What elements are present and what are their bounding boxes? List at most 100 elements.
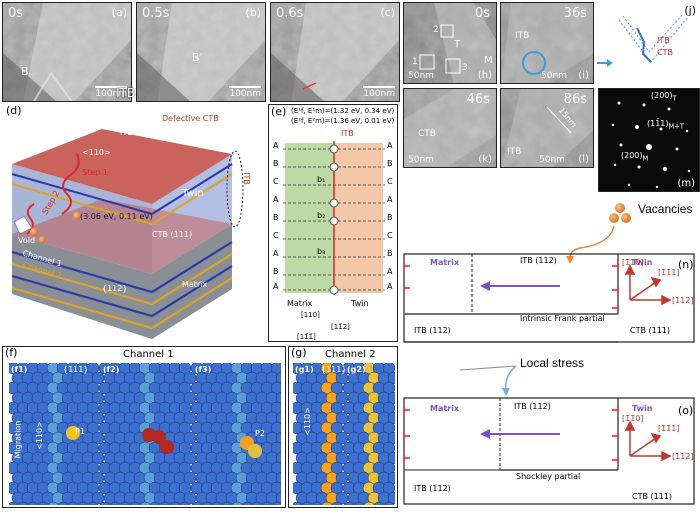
axis-label: [11̄1̄] bbox=[297, 333, 316, 341]
matrix-label: Matrix bbox=[287, 299, 313, 308]
frame-letter: (c) bbox=[380, 6, 395, 19]
vector-label: [1̄1̄0] bbox=[622, 414, 644, 423]
tem-frame-i: 36s ITB 50nm (i) bbox=[500, 2, 594, 84]
panel-n: Vacancies Matrix ITB (112) Twin Intrinsi… bbox=[400, 196, 700, 346]
tem-frame-b: 0.5s (b) B' 100nm bbox=[136, 2, 266, 102]
defect-marker: B bbox=[21, 65, 29, 78]
channel-title: Channel 2 bbox=[325, 349, 376, 360]
ctb-label: CTB (111) bbox=[630, 326, 671, 335]
scale-bar: 50nm bbox=[541, 71, 567, 81]
box-label: 1 bbox=[412, 57, 418, 67]
matrix-marker: M bbox=[484, 55, 493, 66]
vector-label: [1̄1̄1] bbox=[658, 424, 680, 433]
frame-letter: (l) bbox=[578, 154, 589, 165]
ctb-marker: CTB bbox=[418, 129, 436, 139]
frame-time: 0s bbox=[474, 6, 490, 21]
panel-letter: (n) bbox=[678, 258, 694, 271]
burgers-b1: b₁ bbox=[317, 175, 326, 184]
tem-frame-c: 0.6s (c) 100nm bbox=[270, 2, 400, 102]
itb-label: ITB (112) bbox=[514, 402, 551, 411]
scale-bar: 50nm bbox=[539, 155, 565, 165]
matrix-label: Matrix bbox=[182, 280, 208, 289]
frame-time: 46s bbox=[466, 92, 490, 107]
burgers-b2: b₂ bbox=[317, 211, 326, 220]
box-label: 3 bbox=[462, 63, 468, 73]
axis-label: [11̄2] bbox=[331, 323, 350, 331]
scale-bar: 100nm bbox=[95, 86, 127, 99]
itb-label: ITB (112) bbox=[414, 484, 451, 493]
panel-letter: (j) bbox=[684, 4, 696, 17]
matrix-label: Matrix bbox=[430, 258, 460, 267]
frame-time: 0.5s bbox=[142, 6, 170, 21]
frame-letter: (h) bbox=[477, 70, 492, 81]
step1-label: Step 1 bbox=[82, 168, 108, 177]
tem-frame-k: 46s CTB 50nm (k) bbox=[403, 88, 497, 168]
plane-label: {111} bbox=[63, 365, 89, 374]
diffraction-m: (200)T (11̄1)M+T (200)M (m) bbox=[598, 88, 700, 192]
spot-label: (200)M bbox=[621, 151, 649, 163]
vacancies-title: Vacancies bbox=[638, 202, 693, 216]
partial-label: Intrinsic Frank partial bbox=[520, 314, 605, 323]
scale-bar: 50nm bbox=[408, 155, 434, 165]
tem-frame-h: 0s 2 1 3 T M 50nm (h) bbox=[403, 2, 497, 84]
direction-label: <110> bbox=[302, 407, 312, 436]
vector-label: [1̄1̄1] bbox=[658, 268, 680, 277]
tem-frame-l: 86s 15nm ITB 50nm (l) bbox=[500, 88, 594, 168]
frame-letter: (i) bbox=[578, 70, 589, 81]
frame-time: 86s bbox=[563, 92, 587, 107]
panel-letter: (d) bbox=[6, 104, 22, 117]
ctb-label: CTB (111) bbox=[152, 230, 193, 239]
tem-frame-a: 0s (a) B 100nm bbox=[2, 2, 132, 102]
itb-label: ITB bbox=[341, 129, 354, 138]
spot-label: (11̄1)M+T bbox=[647, 119, 684, 131]
atom-panels bbox=[6, 361, 289, 513]
spot-label: (200)T bbox=[651, 91, 677, 103]
p1-label: P1 bbox=[75, 427, 85, 436]
plane-label: {111} bbox=[321, 365, 347, 374]
axis-label: [110] bbox=[301, 311, 320, 319]
plane-label: {112} bbox=[102, 284, 128, 293]
panel-j: (j) ITB CTB bbox=[593, 2, 700, 84]
ctb-label: CTB bbox=[657, 48, 673, 57]
ctb-label: CTB (111) bbox=[632, 492, 673, 501]
frame-letter: (m) bbox=[677, 178, 695, 189]
partial-label: Shockley partial bbox=[516, 472, 581, 481]
itb-label: ITB (112) bbox=[414, 326, 451, 335]
subpanel-label: (f2) bbox=[103, 365, 120, 374]
itb-step-label: ITB step bbox=[120, 128, 153, 137]
panel-g: (g) Channel 2 (g1) (g2) {111} <110> bbox=[288, 346, 401, 513]
twin-label: Twin bbox=[632, 258, 653, 267]
scale-bar: 50nm bbox=[408, 71, 434, 81]
itb-label: ITB bbox=[116, 86, 136, 100]
vector-label: [112] bbox=[672, 452, 694, 461]
panel-d: (d) Defective CTB ITB step <110> Twin IT… bbox=[2, 104, 264, 342]
panel-letter: (f) bbox=[5, 346, 18, 359]
twin-label: Twin bbox=[632, 404, 653, 413]
frame-time: 36s bbox=[563, 6, 587, 21]
frame-time: 0.6s bbox=[276, 6, 304, 21]
vector-label: [1̄1̄0] bbox=[622, 258, 644, 267]
local-stress-title: Local stress bbox=[520, 356, 585, 370]
frame-time: 0s bbox=[8, 6, 24, 21]
energy-label: (3.06 eV, 0.11 eV) bbox=[80, 212, 153, 221]
channel-title: Channel 1 bbox=[123, 349, 174, 360]
vector-label: [112] bbox=[672, 296, 694, 305]
itb-label: ITB (112) bbox=[520, 256, 557, 265]
itb-marker: ITB bbox=[507, 147, 522, 157]
panel-letter: (o) bbox=[678, 404, 694, 417]
defective-ctb-label: Defective CTB bbox=[162, 114, 219, 123]
migration-label: Migration bbox=[13, 420, 23, 459]
p2-label: P2 bbox=[255, 429, 265, 438]
burgers-b3: b₃ bbox=[317, 247, 326, 256]
frame-letter: (b) bbox=[245, 6, 261, 19]
direction-label: <110> bbox=[34, 421, 44, 450]
subpanel-label: (g1) bbox=[295, 365, 314, 374]
subpanel-label: (f1) bbox=[11, 365, 28, 374]
frame-letter: (k) bbox=[478, 154, 492, 165]
itb-label: ITB bbox=[657, 36, 670, 45]
frame-letter: (a) bbox=[111, 6, 127, 19]
energy-line: (E¹f, E¹m)=(1.32 eV, 0.34 eV) bbox=[291, 107, 395, 115]
panel-e: (e) (E¹f, E¹m)=(1.32 eV, 0.34 eV) (E²f, … bbox=[268, 104, 398, 342]
